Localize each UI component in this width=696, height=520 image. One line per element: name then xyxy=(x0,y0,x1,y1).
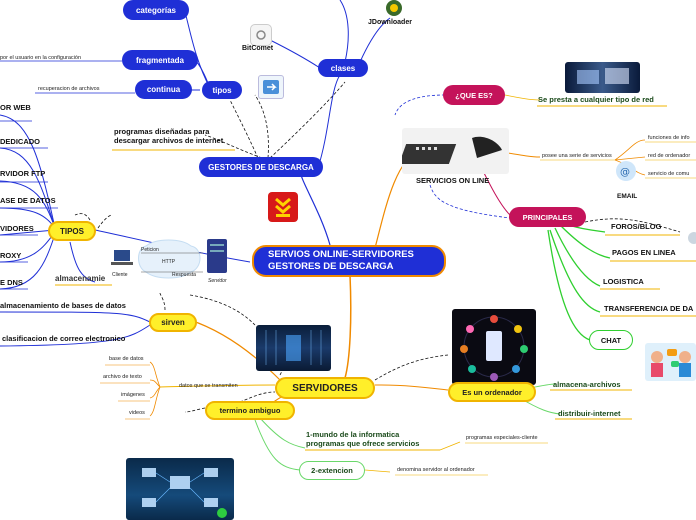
payment-icon xyxy=(686,230,696,246)
principal-item-2: LOGISTICA xyxy=(603,277,644,286)
email-item-2: servicio de comu xyxy=(648,171,690,177)
jdownloader-label: JDownloader xyxy=(368,19,412,26)
tech-image xyxy=(565,62,640,93)
mundo-note: programas especiales-cliente xyxy=(466,435,538,441)
principal-item-1: PAGOS EN LINEA xyxy=(612,248,676,257)
dato-item-1: archivo de texto xyxy=(103,374,142,380)
categorias-node[interactable]: categorías xyxy=(123,0,189,20)
clases-node[interactable]: clases xyxy=(318,59,368,77)
tipo-item-5: ROXY xyxy=(0,251,22,260)
continua-note: recuperacion de archivos xyxy=(38,86,100,92)
dato-item-0: base de datos xyxy=(109,356,144,362)
extencion-node[interactable]: 2-extencion xyxy=(299,461,365,480)
email-icon: @ xyxy=(614,157,638,187)
servidor-label: Servidor xyxy=(208,278,227,284)
servicios-online-node[interactable]: SERVICIOS ON LINE xyxy=(416,176,490,185)
jdownloader-icon xyxy=(384,0,404,16)
chat-people-image xyxy=(645,343,696,381)
distribuir-label: distribuir-internet xyxy=(558,409,621,418)
hands-keyboard-image xyxy=(402,128,509,174)
servidores-node[interactable]: SERVIDORES xyxy=(275,377,375,399)
phone-apps-image xyxy=(452,309,536,385)
email-item-0: funciones de info xyxy=(648,135,690,141)
http-label: HTTP xyxy=(162,259,176,265)
network-image xyxy=(126,458,234,520)
bitcomet-label: BitComet xyxy=(242,45,274,52)
principal-item-3: TRANSFERENCIA DE DA xyxy=(604,304,694,313)
sirven-item-0: almacenamiento de bases de datos xyxy=(0,301,126,310)
gestores-node[interactable]: GESTORES DE DESCARGA xyxy=(199,157,323,177)
central-topic[interactable]: SERVIOS ONLINE-SERVIDORES GESTORES DE DE… xyxy=(252,245,446,277)
almacenamiento-label: almacenamie xyxy=(55,274,106,283)
chat-node[interactable]: CHAT xyxy=(589,330,633,350)
que-es-answer: Se presta a cualquier tipo de red xyxy=(538,95,654,104)
tipo-item-1: DEDICADO xyxy=(0,137,41,146)
email-label: EMAIL xyxy=(617,193,638,200)
tipo-item-2: RVIDOR FTP xyxy=(0,169,46,178)
tipos-left-node[interactable]: TIPOS xyxy=(48,221,96,241)
extencion-note: denomina servidor al ordenador xyxy=(397,467,475,473)
principal-item-0: FOROS/BLOG xyxy=(611,222,662,231)
email-item-1: red de ordenador xyxy=(648,153,691,159)
almacena-label: almacena-archivos xyxy=(553,380,621,389)
cliente-label: Cliente xyxy=(112,272,128,278)
que-es-node[interactable]: ¿QUE ES? xyxy=(443,85,505,105)
dato-item-3: videos xyxy=(129,410,145,416)
programas-text: programas diseñadas para descargar archi… xyxy=(114,127,224,145)
client-server-diagram: Peticion HTTP Respuesta Cliente Servidor xyxy=(111,234,236,286)
tipo-item-4: VIDORES xyxy=(0,224,34,233)
datos-label: datos que se transmiten xyxy=(179,383,238,389)
ordenador-node[interactable]: Es un ordenador xyxy=(448,382,536,402)
continua-node[interactable]: continua xyxy=(135,80,192,99)
fragmentada-note: por el usuario en la configuración xyxy=(0,55,82,61)
peticion-label: Peticion xyxy=(141,247,159,253)
refresh-icon xyxy=(258,75,284,99)
server-room-image xyxy=(256,325,331,371)
posee-label: posee una serie de servicios xyxy=(542,153,612,159)
mundo-text: 1-mundo de la informatica programas que … xyxy=(306,430,420,448)
termino-node[interactable]: termino ambiguo xyxy=(205,401,295,420)
tipo-item-0: OR WEB xyxy=(0,103,31,112)
respuesta-label: Respuesta xyxy=(172,272,196,278)
principales-node[interactable]: PRINCIPALES xyxy=(509,207,586,227)
bitcomet-icon xyxy=(250,24,272,46)
sirven-item-1: clasificacion de correo electronico xyxy=(2,334,126,343)
svg-text:@: @ xyxy=(620,167,630,178)
download-icon xyxy=(267,191,299,223)
tipo-item-3: ASE DE DATOS xyxy=(0,196,56,205)
tipos-node[interactable]: tipos xyxy=(202,81,242,99)
sirven-node[interactable]: sirven xyxy=(149,313,197,332)
tipo-item-6: E DNS xyxy=(0,278,23,287)
dato-item-2: imágenes xyxy=(121,392,145,398)
fragmentada-node[interactable]: fragmentada xyxy=(122,50,198,70)
